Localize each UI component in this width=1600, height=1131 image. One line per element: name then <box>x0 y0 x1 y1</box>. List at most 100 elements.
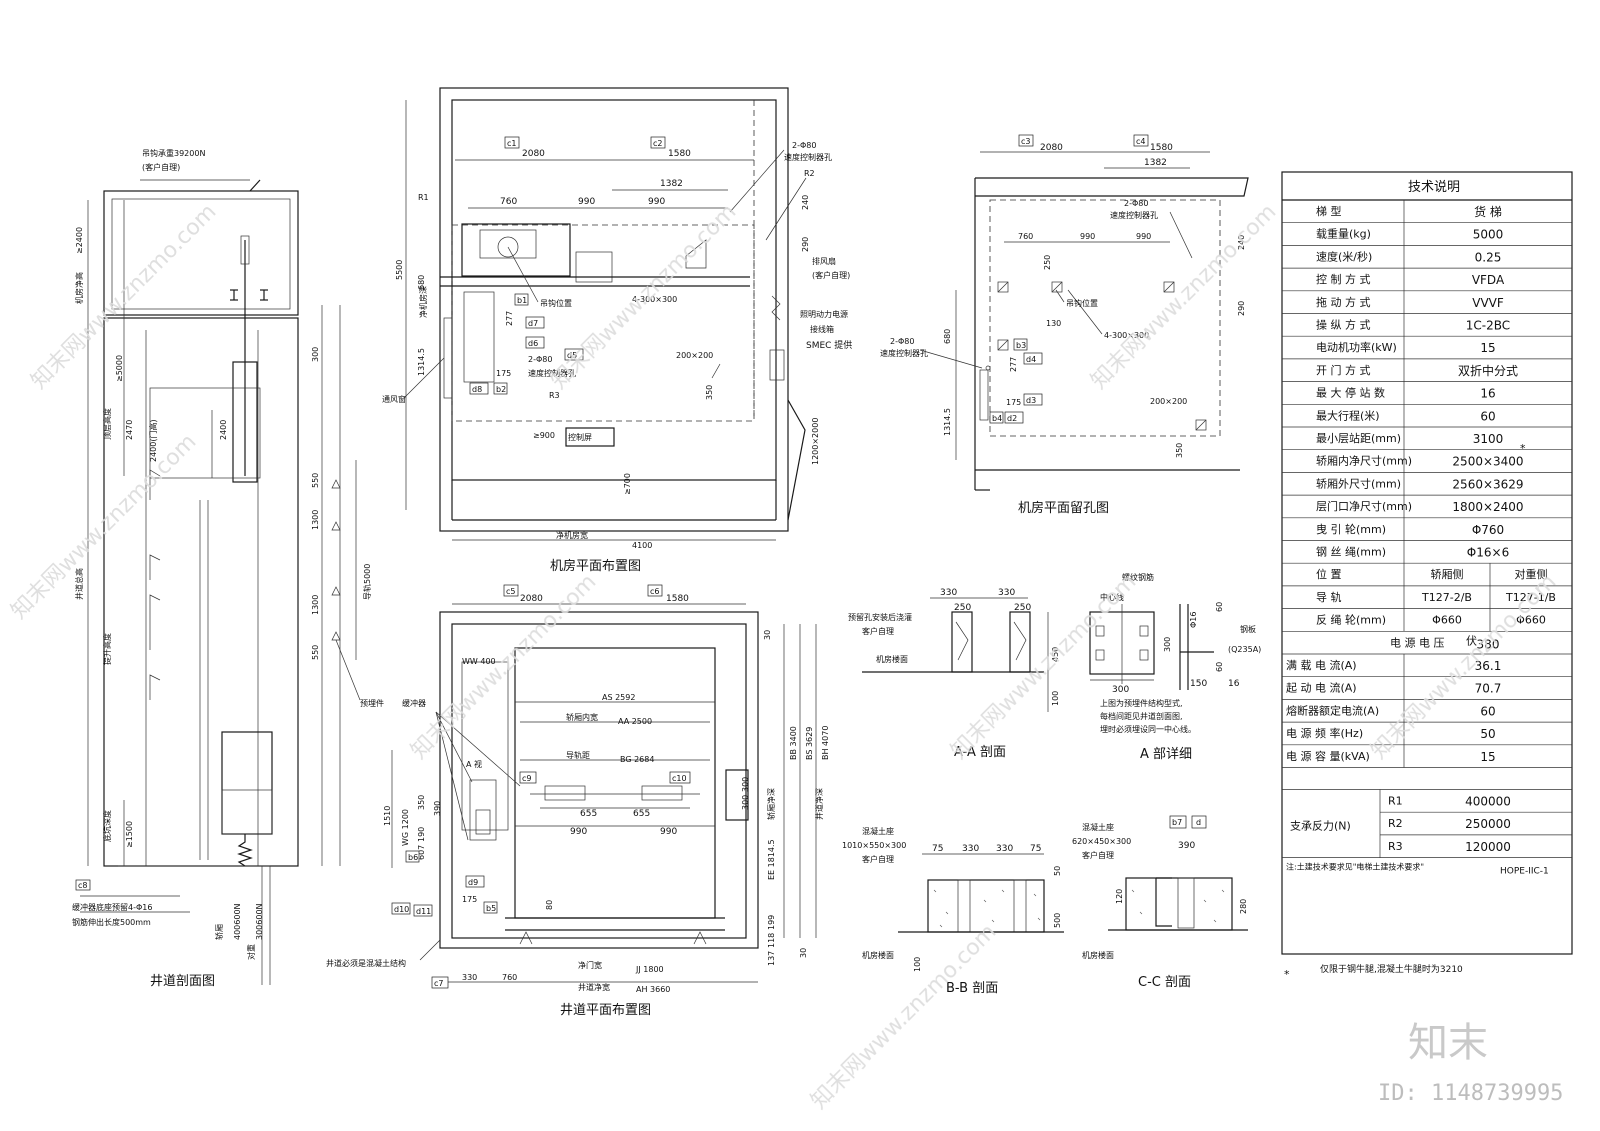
mr-vent-window: 通风窗 <box>382 394 406 404</box>
label-travel: 提升高度 <box>102 633 112 665</box>
hp-dim-760: 760 <box>1018 232 1033 241</box>
hp-dim-990b: 990 <box>1136 232 1151 241</box>
mr-dim-1580: 1580 <box>668 149 691 159</box>
hp-tag-d3: d3 <box>1026 396 1036 405</box>
cc-dim-390: 390 <box>1178 841 1195 851</box>
spec-value-15: Φ16×6 <box>1467 546 1509 560</box>
spec-label-7: 开 门 方 式 <box>1316 363 1371 377</box>
sp-shaft-width: 井道净宽 <box>578 982 610 992</box>
sp-tag-d10: d10 <box>394 905 409 914</box>
sp-rail-dist: 导轨距 <box>566 750 590 760</box>
bb-size: 1010×550×300 <box>842 841 906 850</box>
sp-dim-655b: 655 <box>633 809 650 819</box>
aa-dim-450: 450 <box>1051 647 1060 662</box>
spec-label-2: 速度(米/秒) <box>1316 249 1372 263</box>
spec-reaction-r2: R2 <box>1388 817 1403 830</box>
aa-dim-250a: 250 <box>954 603 971 613</box>
table-title: 技术说明 <box>1408 180 1460 195</box>
shaft-plan: c5 c6 2080 1580 WW 400 AS 2592 轿厢内宽 AA 2… <box>383 584 830 1018</box>
spec-value-8: 16 <box>1480 387 1495 401</box>
mr-hook-pos: 吊钩位置 <box>540 298 572 308</box>
aa-dim-250b: 250 <box>1014 603 1031 613</box>
spec-label-0: 梯 型 <box>1316 204 1342 218</box>
title-cc-section: C-C 剖面 <box>1138 975 1191 990</box>
hp-hole-2phi80b: 2-Φ80 <box>890 337 914 346</box>
mr-hole-200: 200×200 <box>676 351 713 360</box>
sp-dim-190: 190 <box>417 827 426 842</box>
rail-dim-550b: 550 <box>311 645 320 660</box>
spec-label-9: 最大行程(米) <box>1316 408 1380 422</box>
spec-position-car: 轿厢侧 <box>1431 567 1464 581</box>
ad-steel: 钢板 <box>1240 624 1256 634</box>
mr-dim-2080: 2080 <box>522 149 545 159</box>
spec-value-1: 5000 <box>1473 228 1504 242</box>
dim-5000: ≥5000 <box>115 355 124 382</box>
sp-dim-2080: 2080 <box>520 594 543 604</box>
brand-logo: 知末 <box>1408 1020 1488 1066</box>
ad-note1: 上图为预埋件结构型式, <box>1100 698 1183 708</box>
mr-dim-1382: 1382 <box>660 179 683 189</box>
mr-r2: R2 <box>804 169 815 178</box>
rail-dimension-column: 300 550 1300 1300 550 导轨5000 预埋件 缓冲器 井道必… <box>311 305 426 968</box>
mr-dim-760: 760 <box>500 197 517 207</box>
ad-dim-300b: 300 <box>1112 685 1129 695</box>
rail-dim-300: 300 <box>311 347 320 362</box>
spec-label-11: 轿厢内净尺寸(mm) <box>1316 454 1412 468</box>
label-shaft-total: 井道总高 <box>74 568 84 600</box>
hp-tag-d2: d2 <box>1007 414 1017 423</box>
watermark-5: 知末网www.znzmo.com <box>1087 199 1282 394</box>
buffer-label: 缓冲器 <box>402 698 426 708</box>
spec-voltage-unit: 伏 <box>1466 633 1477 647</box>
bb-owner: 客户自理 <box>862 854 894 864</box>
aa-note2: 客户自理 <box>862 626 894 636</box>
bb-dim-500: 500 <box>1053 913 1062 928</box>
spec-elec-label-1: 起 动 电 流(A) <box>1286 681 1357 695</box>
spec-elec-label-4: 电 源 容 量(kVA) <box>1286 749 1370 763</box>
sp-car-depth: 轿厢净深 <box>766 788 776 820</box>
sp-tag-b5: b5 <box>486 904 496 913</box>
hp-hole-2phi80: 2-Φ80 <box>1124 199 1148 208</box>
spec-value-6: 15 <box>1480 341 1495 355</box>
mr-smec: SMEC 提供 <box>806 339 852 351</box>
ad-dim-300a: 300 <box>1163 637 1172 652</box>
aa-dim-100: 100 <box>1051 691 1060 706</box>
ad-center: 中心线 <box>1100 592 1124 602</box>
sp-a-marker: A 视 <box>466 759 482 769</box>
mr-tag-c1: c1 <box>507 139 517 148</box>
sp-door-width: 净门宽 <box>578 960 602 970</box>
spec-elec-value-0: 36.1 <box>1475 659 1502 673</box>
spec-value-13: 1800×2400 <box>1452 500 1523 514</box>
ad-phi16: Φ16 <box>1189 612 1198 628</box>
tech-spec-table: 技术说明 梯 型货 梯载重量(kg)5000速度(米/秒)0.25控 制 方 式… <box>1281 171 1573 981</box>
cc-dim-280: 280 <box>1239 899 1248 914</box>
mr-r3: R3 <box>549 391 560 400</box>
sp-dim-390: 390 <box>433 801 442 816</box>
mr-label-width: 净机房宽 <box>556 530 588 540</box>
mr-label-depth: 净机房深 <box>418 286 428 318</box>
hp-dim-250: 250 <box>1043 255 1052 270</box>
spec-split-label-0: 导 轨 <box>1316 590 1342 604</box>
cc-section: 混凝土座 620×450×300 客户自理 b7 d 390 120 280 机… <box>862 815 1248 990</box>
mr-dim-990a: 990 <box>578 197 595 207</box>
steel-note: 钢筋伸出长度500mm <box>72 917 151 927</box>
title-a-detail: A 部详细 <box>1140 747 1192 762</box>
spec-position-label: 位 置 <box>1316 567 1342 581</box>
hp-tag-b4: b4 <box>992 414 1002 423</box>
dim-2470: 2470 <box>125 420 134 440</box>
bb-dim-330b: 330 <box>996 844 1013 854</box>
cc-floor: 机房楼面 <box>1082 950 1114 960</box>
sp-tag-d9: d9 <box>468 878 478 887</box>
mr-hole-2phi80: 2-Φ80 <box>792 141 816 150</box>
spec-elec-value-1: 70.7 <box>1475 682 1502 696</box>
cc-size: 620×450×300 <box>1072 837 1131 846</box>
mr-dim-680: 680 <box>417 275 426 290</box>
watermark-7: 知末网www.znzmo.com <box>807 919 1002 1114</box>
rail-spacing: 导轨5000 <box>362 564 372 600</box>
spec-label-13: 层门口净尺寸(mm) <box>1316 499 1412 513</box>
spec-reaction-r1: R1 <box>1388 795 1403 808</box>
bb-dim-330a: 330 <box>962 844 979 854</box>
spec-label-10: 最小层站距(mm) <box>1316 431 1401 445</box>
sp-tag-c9: c9 <box>522 774 532 783</box>
a-detail: 螺纹钢筋 中心线 300 300 Φ16 60 60 钢板 (Q235A) 15… <box>1089 572 1261 762</box>
hp-tag-b3: b3 <box>1016 341 1026 350</box>
